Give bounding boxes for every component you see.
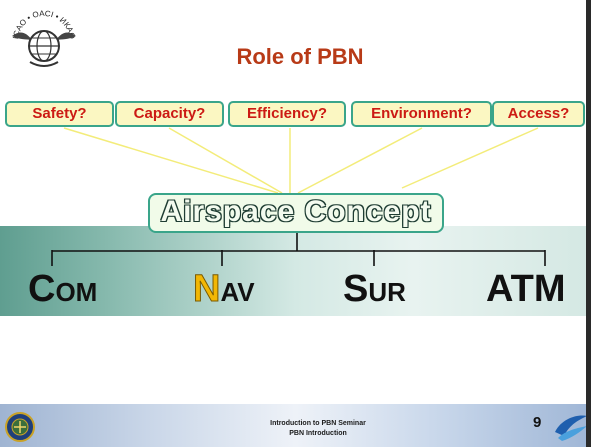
function-band <box>0 226 591 316</box>
function-sur-rest: UR <box>368 277 406 307</box>
function-nav-rest: AV <box>220 277 255 307</box>
function-sur: SUR <box>343 268 406 311</box>
icao-emblem-icon: ICAO • OACI • ИКАО <box>11 9 77 67</box>
function-nav: NAV <box>192 268 255 311</box>
swirl-logo-icon <box>555 415 587 441</box>
page-number: 9 <box>533 414 542 431</box>
function-com-rest: OM <box>55 277 98 307</box>
function-sur-initial: S <box>343 268 369 310</box>
function-com: COM <box>28 268 97 311</box>
question-safety: Safety? <box>5 101 114 127</box>
question-capacity: Capacity? <box>115 101 224 127</box>
function-atm: ATM <box>486 268 566 311</box>
slide-title: Role of PBN <box>236 44 364 69</box>
footer-bar <box>0 404 591 447</box>
question-efficiency: Efficiency? <box>228 101 346 127</box>
footer-seminar-title: Introduction to PBN Seminar <box>270 420 366 427</box>
footer-section-title: PBN Introduction <box>289 430 347 437</box>
function-com-initial: C <box>28 268 56 310</box>
function-nav-initial: N <box>192 268 221 311</box>
function-atm-label: ATM <box>486 268 566 310</box>
footer-text: Introduction to PBN Seminar PBN Introduc… <box>198 419 438 439</box>
slide-right-edge <box>586 0 591 447</box>
airspace-concept-box: Airspace Concept <box>148 193 444 233</box>
faa-seal-icon <box>5 412 35 442</box>
question-environment: Environment? <box>351 101 492 127</box>
question-access: Access? <box>492 101 585 127</box>
